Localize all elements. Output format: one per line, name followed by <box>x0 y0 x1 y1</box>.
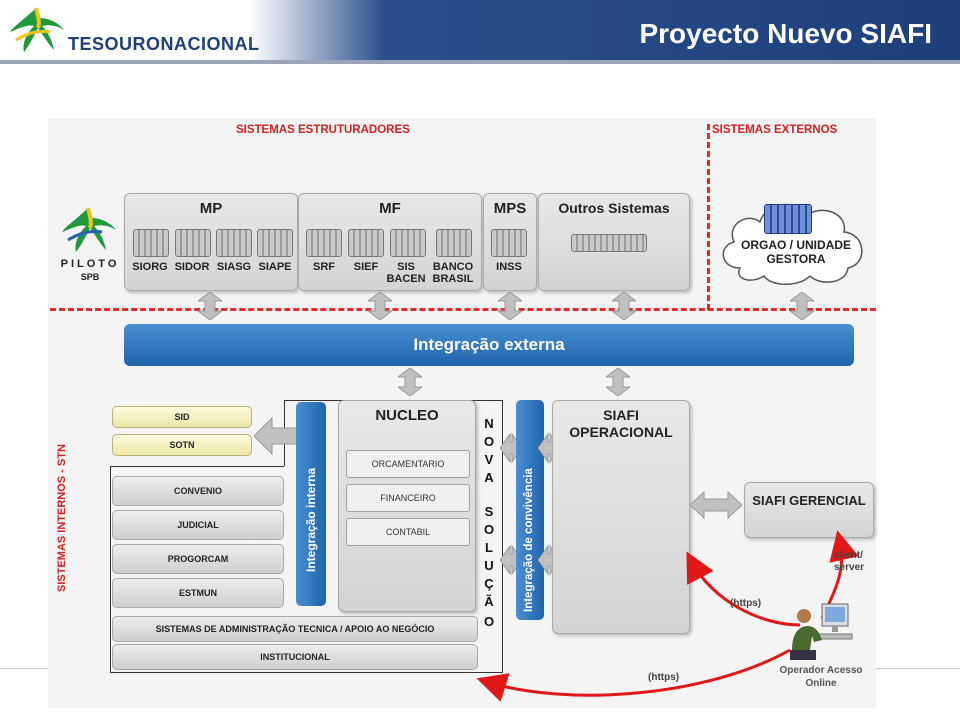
double-arrow-horizontal-icon <box>690 490 742 520</box>
panel-siafi-operacional: SIAFI OPERACIONAL <box>552 400 690 634</box>
double-arrow-icon <box>498 292 522 320</box>
system-sotn: SOTN <box>112 434 252 456</box>
bottom-rule-left <box>0 668 48 669</box>
page-title: Proyecto Nuevo SIAFI <box>639 18 932 49</box>
https-label-lower: (https) <box>648 672 680 683</box>
header-divider <box>0 60 960 64</box>
double-arrow-icon <box>606 368 630 396</box>
double-arrow-icon <box>612 292 636 320</box>
system-siorg: SIORG <box>132 261 168 273</box>
integracao-interna-bar: Integração interna <box>296 402 326 606</box>
left-arrow-icon <box>254 416 300 456</box>
system-progorcam: PROGORCAM <box>112 544 284 574</box>
system-institucional: INSTITUCIONAL <box>112 644 478 670</box>
panel-mp-title: MP <box>199 200 223 217</box>
nucleo-orcamentario: ORCAMENTARIO <box>346 450 470 478</box>
system-sid: SID <box>112 406 252 428</box>
double-arrow-icon <box>398 368 422 396</box>
nova-letter: U <box>484 558 494 573</box>
header-bar: TESOURONACIONAL Proyecto Nuevo SIAFI <box>0 0 960 60</box>
cloud-icon <box>722 203 863 285</box>
tesouro-logo: TESOURONACIONAL <box>6 4 259 56</box>
server-icon <box>348 229 384 257</box>
system-administracao: SISTEMAS DE ADMINISTRAÇÃO TECNICA / APOI… <box>112 616 478 642</box>
piloto-text: PILOTO <box>60 258 120 270</box>
divider-dashed-horizontal <box>50 308 876 311</box>
logo-text: TESOURONACIONAL <box>68 34 260 54</box>
system-sis-bacen: SIS BACEN <box>386 261 426 285</box>
section-estruturadores-label: SISTEMAS ESTRUTURADORES <box>236 124 410 136</box>
nucleo-financeiro: FINANCEIRO <box>346 484 470 512</box>
divider-dashed-vertical <box>707 124 710 310</box>
system-sief: SIEF <box>353 261 379 273</box>
nova-letter: N <box>484 416 494 431</box>
server-icon <box>257 229 293 257</box>
nova-letter: V <box>484 452 494 467</box>
client-server-label: client/ server <box>834 550 865 573</box>
system-siasg: SIASG <box>216 261 252 273</box>
server-icon <box>491 229 527 257</box>
operator-figure <box>786 600 856 662</box>
panel-mf-title: MF <box>379 200 401 217</box>
nova-letter: O <box>483 434 495 449</box>
piloto-star-icon <box>62 207 116 252</box>
double-arrow-icon <box>198 292 222 320</box>
https-arrow-institucional <box>476 648 791 702</box>
panel-siafi-gerencial: SIAFI GERENCIAL <box>744 482 874 538</box>
system-siape: SIAPE <box>258 261 292 273</box>
system-judicial: JUDICIAL <box>112 510 284 540</box>
internal-top-border <box>110 466 284 467</box>
system-sidor: SIDOR <box>174 261 210 273</box>
nova-letter: S <box>484 504 494 519</box>
https-arrow-operacional <box>686 551 801 627</box>
nova-letter: Ã <box>484 594 494 609</box>
integracao-externa-bar: Integração externa <box>124 324 854 366</box>
integracao-convivencia-bar: Integração de convivência <box>516 400 544 620</box>
nova-letter: O <box>483 522 495 537</box>
system-estmun: ESTMUN <box>112 578 284 608</box>
bottom-rule <box>876 668 960 669</box>
nova-letter: L <box>485 540 493 555</box>
nucleo-title: NUCLEO <box>375 407 439 424</box>
nova-letter: O <box>483 614 495 629</box>
system-inss: INSS <box>496 261 522 273</box>
section-externos-label: SISTEMAS EXTERNOS <box>712 124 838 136</box>
server-icon <box>390 229 426 257</box>
double-arrow-icon <box>368 292 392 320</box>
siafi-operacional-title: SIAFI OPERACIONAL <box>569 407 673 440</box>
server-icon <box>216 229 252 257</box>
server-icon <box>306 229 342 257</box>
piloto-spb-logo: PILOTO SPB <box>54 204 126 284</box>
internal-left-border <box>110 466 111 672</box>
nucleo-contabil: CONTABIL <box>346 518 470 546</box>
system-convenio: CONVENIO <box>112 476 284 506</box>
orgao-cloud: ORGAO / UNIDADE GESTORA <box>716 188 872 290</box>
server-icon <box>175 229 211 257</box>
nova-letter: A <box>484 470 494 485</box>
operator-icon <box>790 603 853 660</box>
system-srf: SRF <box>313 261 335 273</box>
server-icon <box>436 229 472 257</box>
panel-outros-title: Outros Sistemas <box>558 200 670 216</box>
operador-label: Operador Acesso Online <box>779 665 863 689</box>
internal-systems-frame <box>110 400 503 673</box>
system-banco-brasil: BANCO BRASIL <box>432 261 474 285</box>
mainframe-icon <box>764 204 812 234</box>
server-rack-icon <box>571 234 647 252</box>
https-label-upper: (https) <box>730 598 762 609</box>
siafi-gerencial-title: SIAFI GERENCIAL <box>752 493 866 508</box>
double-arrow-icon <box>790 292 814 320</box>
panel-mps-title: MPS <box>493 200 527 217</box>
spb-text: SPB <box>80 272 100 282</box>
star-logo-icon <box>10 7 64 52</box>
server-icon <box>133 229 169 257</box>
orgao-label: ORGAO / UNIDADE GESTORA <box>740 238 851 266</box>
nova-letter: Ç <box>484 576 494 591</box>
